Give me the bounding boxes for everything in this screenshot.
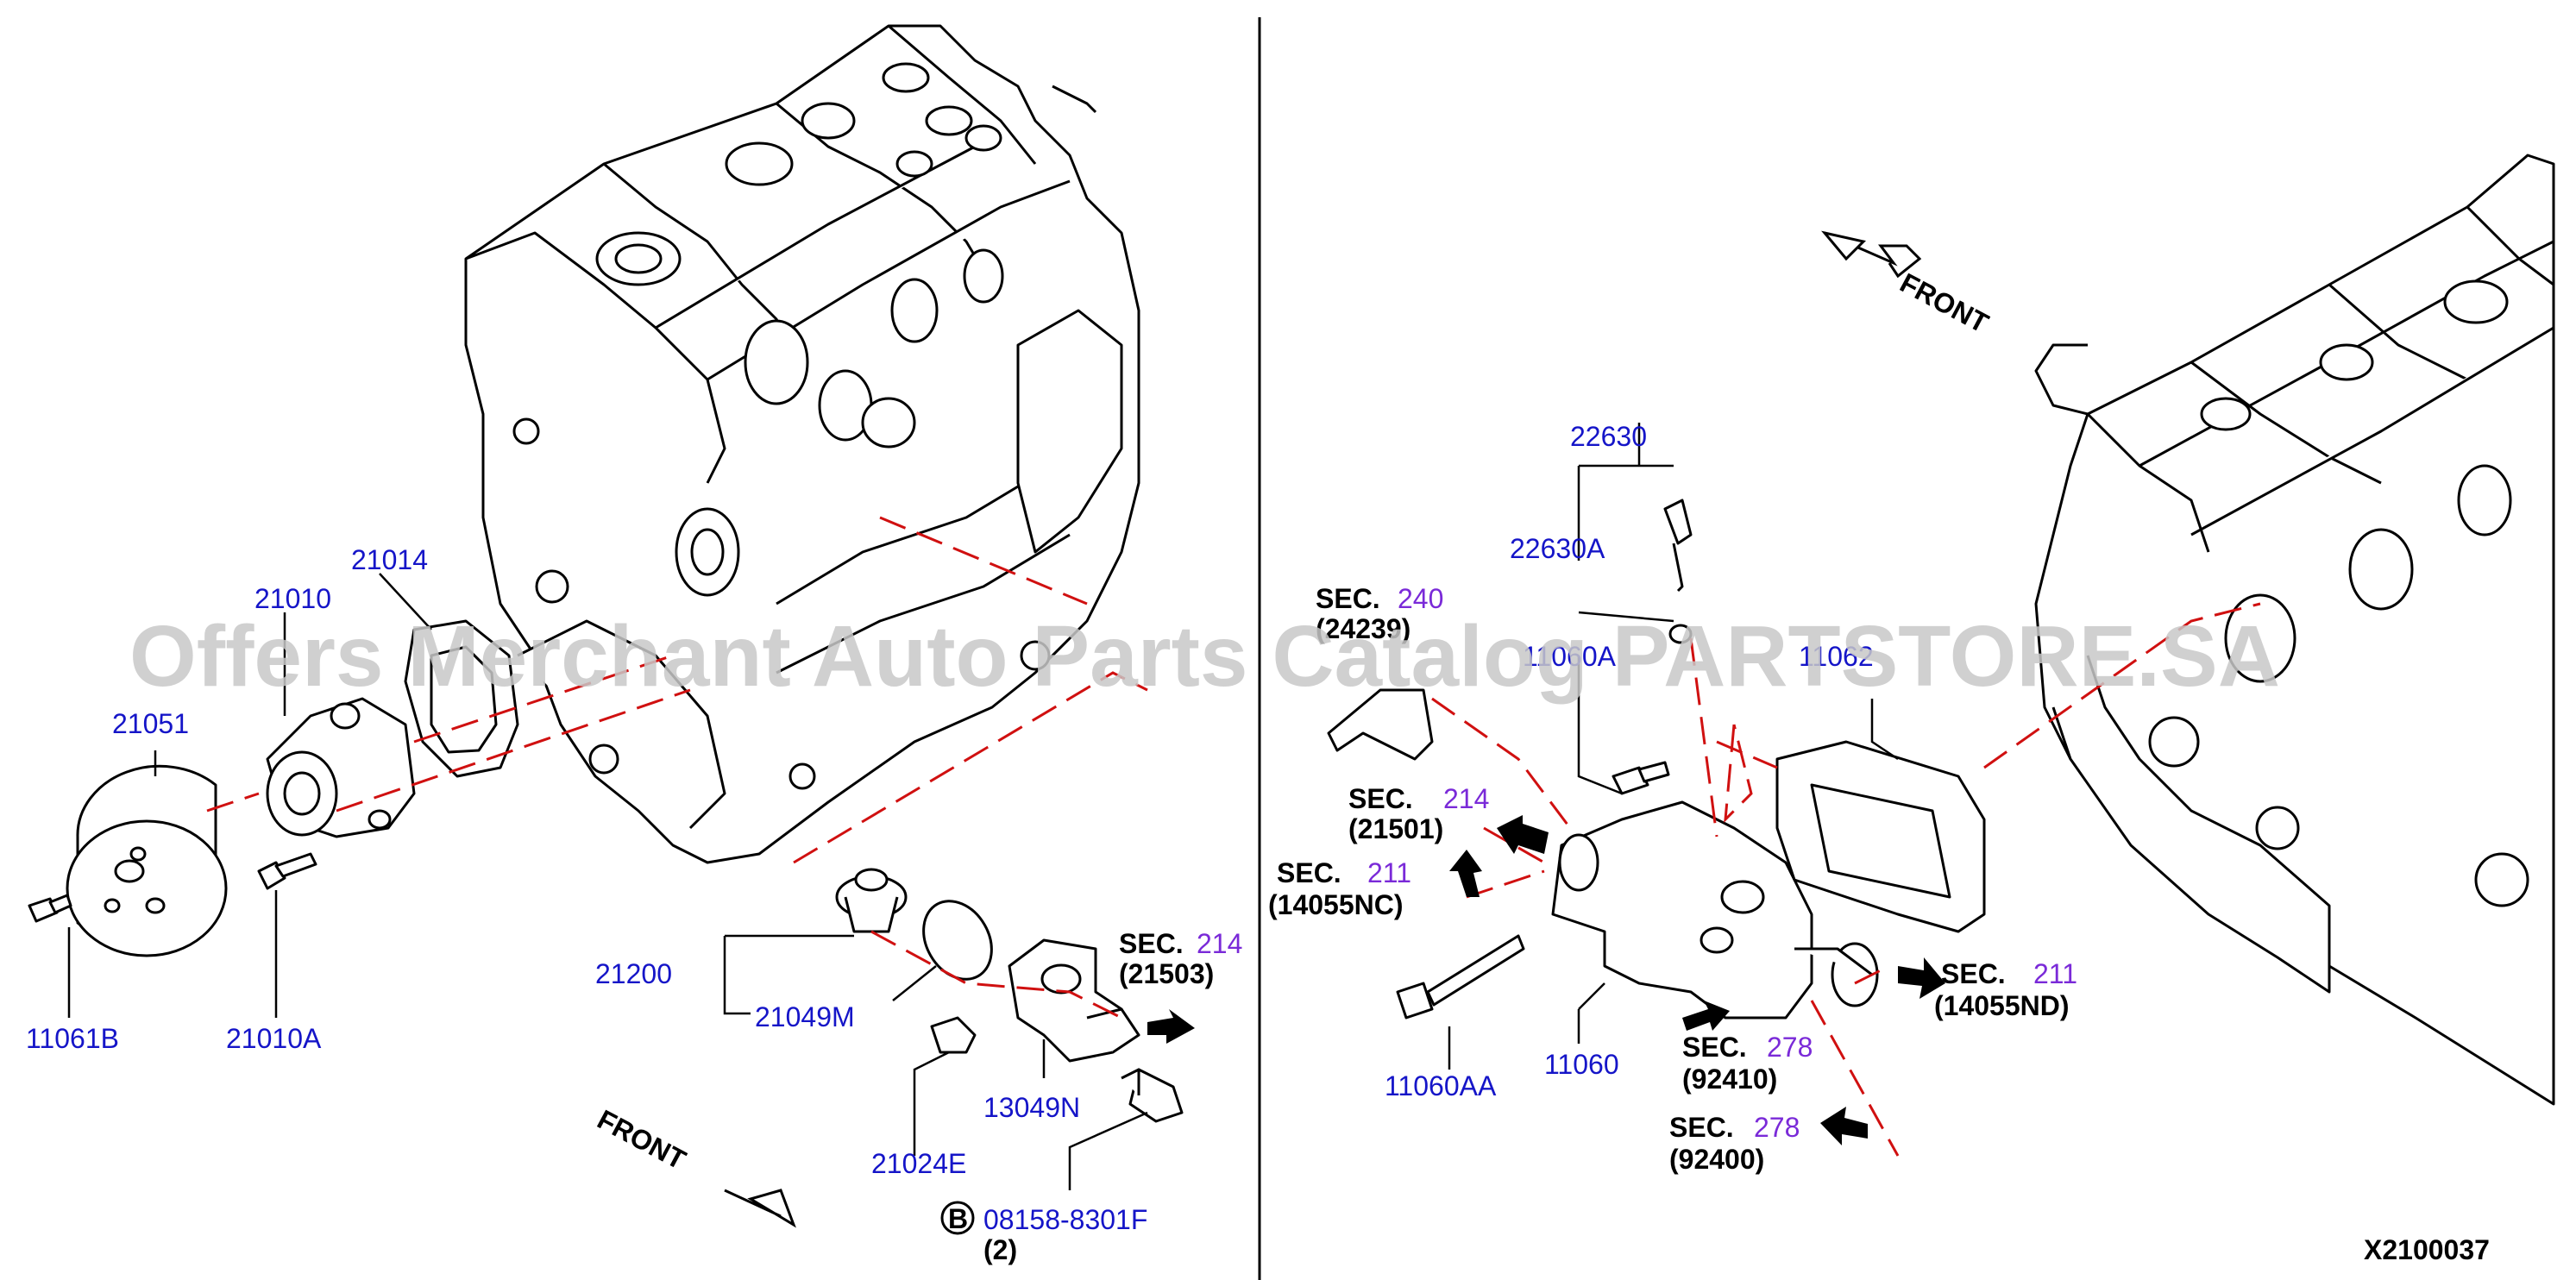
sec214-left-num: 214 [1197, 928, 1242, 959]
sec214-right-sec: SEC. [1348, 783, 1413, 814]
thermostat-gasket [922, 900, 993, 981]
hose-clip [930, 1016, 977, 1054]
sec214-arrow-left [1147, 1009, 1195, 1044]
front-label-left: FRONT [593, 1103, 692, 1176]
sec214-left-sec: SEC. [1119, 928, 1184, 959]
water-pump-pulley [66, 764, 228, 957]
b-marker-label: B [948, 1203, 968, 1234]
sec211-nd-sec: SEC. [1941, 958, 2006, 989]
thermostat [835, 868, 908, 933]
sec214-arrow-right [1497, 815, 1549, 854]
engine-block-right [2034, 154, 2555, 1106]
sec278-a-sec: SEC. [1682, 1032, 1747, 1063]
thermostat-housing [1008, 938, 1140, 1063]
sec214-right-part: (21501) [1348, 813, 1443, 844]
label-11062: 11062 [1799, 641, 1874, 672]
sec278-b-num: 278 [1754, 1112, 1800, 1143]
bolt-11060aa [1396, 934, 1525, 1020]
label-21049m: 21049M [755, 1001, 855, 1032]
label-11060aa: 11060AA [1385, 1070, 1497, 1101]
label-21010a: 21010A [226, 1023, 322, 1054]
harness-bracket [1327, 688, 1434, 761]
diagram-id: X2100037 [2364, 1234, 2490, 1265]
label-21010: 21010 [254, 583, 331, 614]
label-08158: 08158-8301F [983, 1204, 1147, 1235]
sec211-nd-arrow [1898, 957, 1945, 999]
label-13049n: 13049N [983, 1092, 1080, 1123]
sec278-b-part: (92400) [1669, 1144, 1764, 1175]
b-marker-circle [940, 1201, 975, 1235]
front-label-right: FRONT [1895, 267, 1995, 339]
label-22630: 22630 [1570, 421, 1647, 452]
sec211-nc-num: 211 [1367, 857, 1411, 888]
sec211-nc-arrow [1449, 850, 1482, 897]
sec240-num: 240 [1398, 583, 1443, 614]
sensor-washer [1668, 624, 1693, 644]
sec278-b-arrow [1820, 1107, 1868, 1145]
bolt-08158 [1121, 1068, 1184, 1123]
sec214-right-num: 214 [1443, 783, 1489, 814]
label-08158-qty: (2) [983, 1234, 1017, 1265]
watermark: Offers Merchant Auto Parts Catalog PARTS… [129, 608, 2280, 705]
label-21014: 21014 [351, 544, 428, 575]
engine-block-left [464, 24, 1140, 864]
sec240-part: (24239) [1316, 613, 1411, 644]
sec278-a-arrow [1682, 1001, 1730, 1031]
sec211-nd-part: (14055ND) [1934, 990, 2070, 1021]
sec211-nd-num: 211 [2033, 958, 2077, 989]
label-22630a: 22630A [1510, 533, 1605, 564]
sec214-left-part: (21503) [1119, 958, 1214, 989]
sec278-a-num: 278 [1767, 1032, 1813, 1063]
water-outlet-gasket [1775, 740, 1986, 933]
bolt-11060a [1612, 761, 1670, 795]
water-pump [266, 697, 416, 838]
label-11061b: 11061B [26, 1023, 119, 1054]
sec278-b-sec: SEC. [1669, 1112, 1734, 1143]
label-21024e: 21024E [871, 1148, 966, 1179]
sec278-a-part: (92410) [1682, 1064, 1777, 1095]
sec211-nc-part: (14055NC) [1268, 889, 1404, 920]
water-pump-gasket [404, 619, 519, 778]
label-21200: 21200 [595, 958, 672, 989]
water-outlet-11060 [1551, 800, 1879, 1020]
bolt-11061b [28, 894, 72, 923]
sec211-nc-sec: SEC. [1277, 857, 1341, 888]
label-11060a: 11060A [1523, 641, 1617, 672]
label-11060: 11060 [1544, 1049, 1619, 1080]
sec240-sec: SEC. [1316, 583, 1380, 614]
temperature-sensor [1663, 499, 1693, 593]
label-21051: 21051 [112, 708, 189, 739]
bolt-21010a [257, 852, 317, 890]
